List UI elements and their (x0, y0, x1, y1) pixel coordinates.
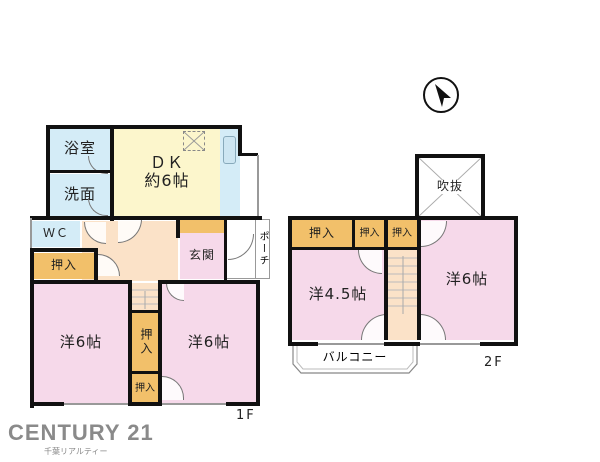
wall (384, 342, 420, 346)
wall (46, 125, 242, 129)
room-wc-label: ＷＣ (42, 226, 69, 241)
room-western-1f-left-label: 洋6帖 (59, 333, 103, 352)
room-entrance: 玄関 (180, 233, 224, 279)
wall (288, 342, 318, 346)
wall (128, 310, 160, 313)
skylight-marker (183, 131, 205, 151)
room-dk-size: 約6帖 (144, 171, 190, 190)
room-bath: 浴室 (50, 128, 110, 170)
room-bath-label: 浴室 (63, 139, 96, 158)
wall (94, 248, 98, 282)
closet-small: 押入 (131, 374, 159, 403)
wall (417, 218, 421, 340)
wall (224, 218, 227, 282)
wall (30, 218, 32, 248)
room-western-1f-right-label: 洋6帖 (187, 333, 231, 352)
wall (226, 402, 260, 406)
porch-label: ポーチ (257, 231, 268, 267)
floor-label-1f: 1F (236, 408, 256, 423)
window (162, 403, 226, 405)
room-void: 吹抜 (418, 157, 482, 217)
wall (128, 402, 162, 406)
closet-mid: 押入 (131, 313, 159, 371)
wall (415, 154, 419, 220)
balcony-label: バルコニー (322, 350, 388, 364)
closet-left-label: 押入 (50, 258, 77, 273)
wall (128, 371, 160, 374)
room-entrance-label: 玄関 (188, 248, 215, 263)
balcony: バルコニー (292, 346, 418, 374)
brand-logo: CENTURY 21 (8, 420, 154, 445)
window (420, 343, 480, 345)
wall (288, 216, 518, 220)
north-arrow-icon (422, 76, 460, 114)
closet-left: 押入 (34, 253, 94, 279)
stairs-1f (131, 283, 159, 311)
wall (30, 402, 64, 406)
room-washroom: 洗面 (50, 174, 110, 216)
room-western-2f-left-label: 洋4.5帖 (308, 285, 368, 304)
closet-small-label: 押入 (135, 382, 155, 394)
closet-2f-c: 押入 (387, 220, 417, 248)
floor-label-2f: 2F (484, 355, 504, 370)
closet-2f-a: 押入 (292, 220, 352, 248)
stairs-2f (388, 250, 418, 340)
wall (128, 280, 132, 406)
room-dk: ＤＫ 約6帖 (114, 128, 220, 216)
wall (238, 153, 258, 156)
wall (30, 248, 34, 408)
wall (481, 154, 485, 220)
room-void-label: 吹抜 (434, 179, 465, 194)
room-wc: ＷＣ (32, 221, 80, 247)
wall (415, 154, 485, 158)
closet-2f-a-label: 押入 (308, 226, 335, 241)
wall (514, 216, 518, 346)
wall (30, 216, 262, 220)
closet-mid-label: 押入 (138, 328, 153, 356)
wall (30, 280, 130, 284)
wall (158, 280, 260, 284)
wall (480, 342, 518, 346)
room-western-1f-left: 洋6帖 (34, 283, 128, 403)
wall (256, 280, 260, 406)
wall (176, 218, 180, 238)
wall (288, 247, 418, 250)
room-western-2f-right-label: 洋6帖 (445, 270, 489, 289)
porch-label-box: ポーチ (256, 219, 270, 279)
closet-2f-b-label: 押入 (359, 228, 380, 240)
room-dk-title: ＤＫ (149, 152, 184, 172)
wall (238, 125, 242, 155)
wall (110, 125, 114, 221)
room-washroom-label: 洗面 (63, 185, 96, 204)
brand-subtitle: 千葉リアルティー (44, 447, 108, 456)
window (318, 343, 384, 345)
wall (257, 155, 259, 219)
entrance-step (180, 219, 224, 233)
sink-icon (223, 136, 236, 164)
wall (158, 280, 162, 406)
closet-2f-b: 押入 (355, 220, 384, 248)
wall (46, 170, 112, 173)
window (64, 403, 128, 405)
wall (30, 248, 98, 252)
wall (384, 218, 388, 340)
closet-2f-c-label: 押入 (392, 228, 412, 240)
wall (288, 216, 292, 346)
wall (352, 218, 355, 248)
